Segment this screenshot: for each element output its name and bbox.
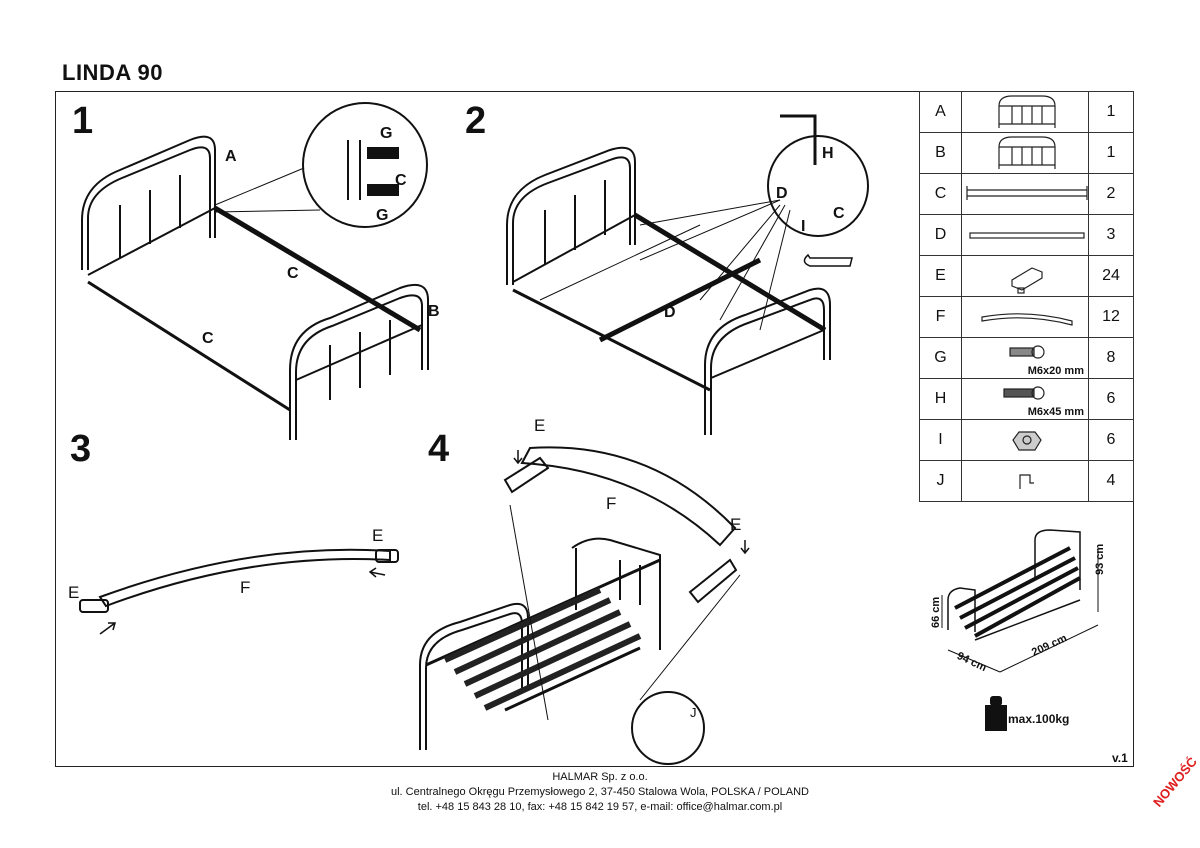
part-letter: D	[919, 214, 962, 256]
parts-row: H M6x45 mm 6	[919, 378, 1134, 420]
callout-g-bottom: G	[376, 207, 389, 224]
part-letter: C	[919, 173, 962, 215]
callout-c-detail: C	[395, 172, 407, 189]
step3-slat-drawing	[79, 548, 399, 635]
callout-d: D	[664, 304, 676, 321]
callout-c-rail-front: C	[202, 330, 214, 347]
part-image: M6x45 mm	[961, 378, 1089, 420]
parts-row: E 24	[919, 255, 1134, 297]
callout-g-top: G	[380, 125, 393, 142]
callout-h: H	[822, 145, 834, 162]
part-spec: M6x20 mm	[1027, 365, 1084, 377]
center-bar-icon	[969, 232, 1085, 239]
step1-bed-frame-drawing	[81, 102, 429, 440]
version-label: v.1	[1112, 751, 1128, 765]
callout-e-right: E	[372, 526, 384, 545]
part-qty: 12	[1088, 296, 1134, 338]
callout-e-step4-right: E	[730, 515, 742, 534]
part-image	[961, 132, 1089, 174]
part-letter: H	[919, 378, 962, 420]
part-letter: F	[919, 296, 962, 338]
part-image: M6x20 mm	[961, 337, 1089, 379]
bolt-long-icon	[1003, 386, 1045, 400]
callout-f: F	[240, 578, 251, 597]
instruction-frame	[55, 91, 1134, 767]
callout-b: B	[428, 303, 440, 320]
step-number-2: 2	[465, 100, 487, 142]
footer-company: HALMAR Sp. z o.o.	[552, 771, 648, 783]
dimension-foot-height: 66 cm	[930, 596, 942, 628]
weight-icon	[985, 696, 1007, 731]
nut-icon	[1012, 431, 1042, 451]
footer-contact: tel. +48 15 843 28 10, fax: +48 15 842 1…	[417, 801, 783, 813]
part-qty: 6	[1088, 378, 1134, 420]
parts-row: D 3	[919, 214, 1134, 256]
parts-row: F 12	[919, 296, 1134, 338]
parts-row: G M6x20 mm 8	[919, 337, 1134, 379]
callout-f-step4: F	[606, 494, 617, 513]
document-title: LINDA 90	[62, 60, 163, 85]
step-number-3: 3	[70, 428, 92, 470]
footboard-icon	[998, 136, 1056, 169]
max-load-label: max.100kg	[1008, 712, 1070, 726]
callout-j: J	[690, 705, 697, 720]
parts-list-table: A 1 B 1 C 2 D	[919, 91, 1134, 502]
parts-row: A 1	[919, 91, 1134, 133]
part-image	[961, 173, 1089, 215]
part-qty: 3	[1088, 214, 1134, 256]
part-image	[961, 460, 1089, 502]
part-letter: B	[919, 132, 962, 174]
part-letter: E	[919, 255, 962, 297]
step-number-1: 1	[72, 100, 94, 142]
part-qty: 1	[1088, 132, 1134, 174]
parts-row: J 4	[919, 460, 1134, 502]
callout-a: A	[225, 148, 237, 165]
part-letter: A	[919, 91, 962, 133]
part-letter: J	[919, 460, 962, 502]
part-qty: 6	[1088, 419, 1134, 461]
part-letter: G	[919, 337, 962, 379]
part-image	[961, 91, 1089, 133]
part-qty: 1	[1088, 91, 1134, 133]
parts-row: C 2	[919, 173, 1134, 215]
bolt-icon	[1009, 345, 1045, 359]
headboard-icon	[998, 95, 1056, 128]
parts-row: B 1	[919, 132, 1134, 174]
step-number-4: 4	[428, 428, 450, 470]
part-spec: M6x45 mm	[1027, 406, 1084, 418]
callout-c-detail-2: C	[833, 205, 845, 222]
callout-e-left: E	[68, 583, 80, 602]
part-image	[961, 419, 1089, 461]
step4-slat-install-drawing	[419, 446, 750, 765]
slat-icon	[981, 313, 1073, 326]
callout-i: I	[801, 218, 806, 235]
callout-e-step4-top: E	[534, 416, 546, 435]
part-qty: 2	[1088, 173, 1134, 215]
part-image	[961, 214, 1089, 256]
side-rail-icon	[966, 186, 1088, 200]
dimension-head-height: 93 cm	[1094, 543, 1106, 575]
part-qty: 24	[1088, 255, 1134, 297]
part-qty: 4	[1088, 460, 1134, 502]
clip-icon	[1019, 474, 1034, 489]
part-image	[961, 296, 1089, 338]
part-qty: 8	[1088, 337, 1134, 379]
dimension-drawing	[941, 529, 1099, 673]
part-letter: I	[919, 419, 962, 461]
slat-holder-icon	[1011, 267, 1043, 294]
step2-bed-frame-drawing	[506, 114, 869, 435]
footer-address: ul. Centralnego Okręgu Przemysłowego 2, …	[390, 786, 809, 798]
callout-d-detail: D	[776, 185, 788, 202]
callout-c-rail: C	[287, 265, 299, 282]
part-image	[961, 255, 1089, 297]
parts-row: I 6	[919, 419, 1134, 461]
